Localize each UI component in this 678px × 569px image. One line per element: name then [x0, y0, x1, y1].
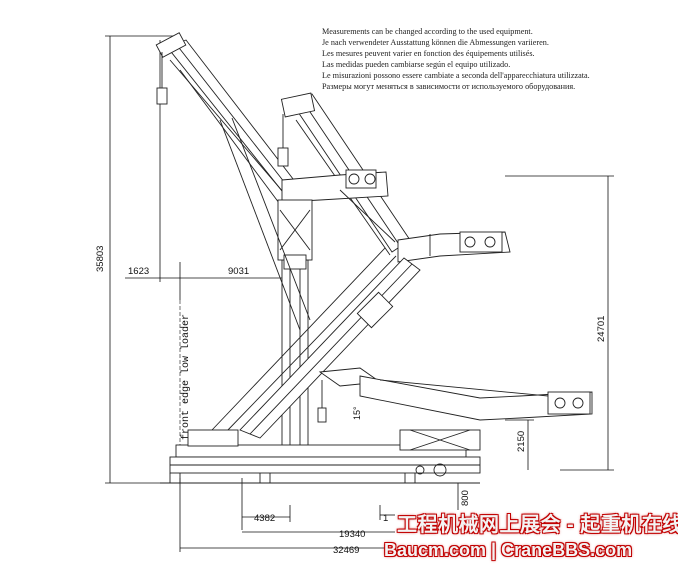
dim-len-partial: 1	[383, 513, 388, 524]
note-de: Je nach verwendeter Ausstattung können d…	[322, 38, 549, 47]
mast	[277, 199, 313, 471]
note-en: Measurements can be changed according to…	[322, 27, 533, 36]
jib-head-lower	[397, 231, 511, 263]
note-it: Le misurazioni possono essere cambiate a…	[322, 71, 590, 80]
dimension-lines	[105, 35, 614, 552]
slope-label: 15°	[352, 406, 362, 420]
luffing-jib	[211, 117, 421, 439]
dim-len-19340: 19340	[339, 529, 365, 540]
watermark-line-1: 工程机械网上展会 - 起重机在线	[397, 514, 678, 536]
dim-jib-offset: 9031	[228, 266, 249, 277]
watermark-line-2: Baucm.com | CraneBBS.com	[384, 540, 633, 560]
dim-left-offset: 1623	[128, 266, 149, 277]
note-es: Las medidas pueden cambiarse según el eq…	[322, 60, 511, 69]
front-edge-label: front edge low loader	[180, 314, 192, 440]
jib-head-upper	[281, 169, 396, 243]
dim-height-800: 800	[460, 490, 471, 506]
crane-outline	[155, 32, 593, 484]
dim-total-height: 35803	[95, 246, 106, 272]
note-ru: Размеры могут меняться в зависимости от …	[322, 82, 576, 91]
dim-len-32469: 32469	[333, 545, 359, 556]
dim-height-2150: 2150	[516, 431, 527, 452]
carrier-base	[160, 429, 481, 484]
main-boom-lower	[317, 367, 593, 423]
note-fr: Les mesures peuvent varier en fonction d…	[322, 49, 535, 58]
upper-jib	[155, 32, 301, 216]
dim-height-24701: 24701	[596, 316, 607, 342]
dim-len-4382: 4382	[254, 513, 275, 524]
